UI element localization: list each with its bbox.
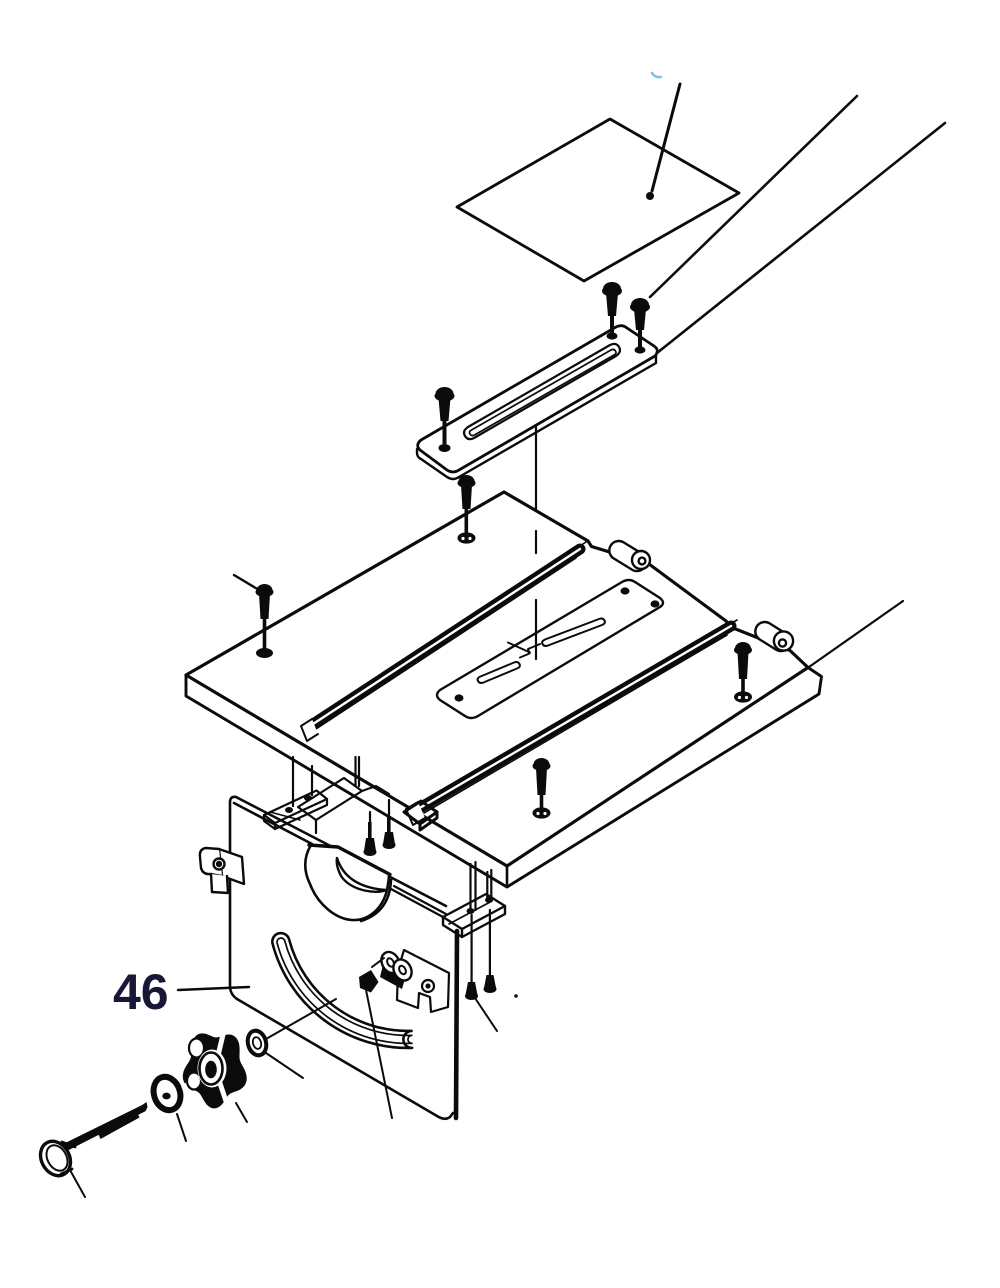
svg-text:46: 46: [113, 964, 169, 1020]
